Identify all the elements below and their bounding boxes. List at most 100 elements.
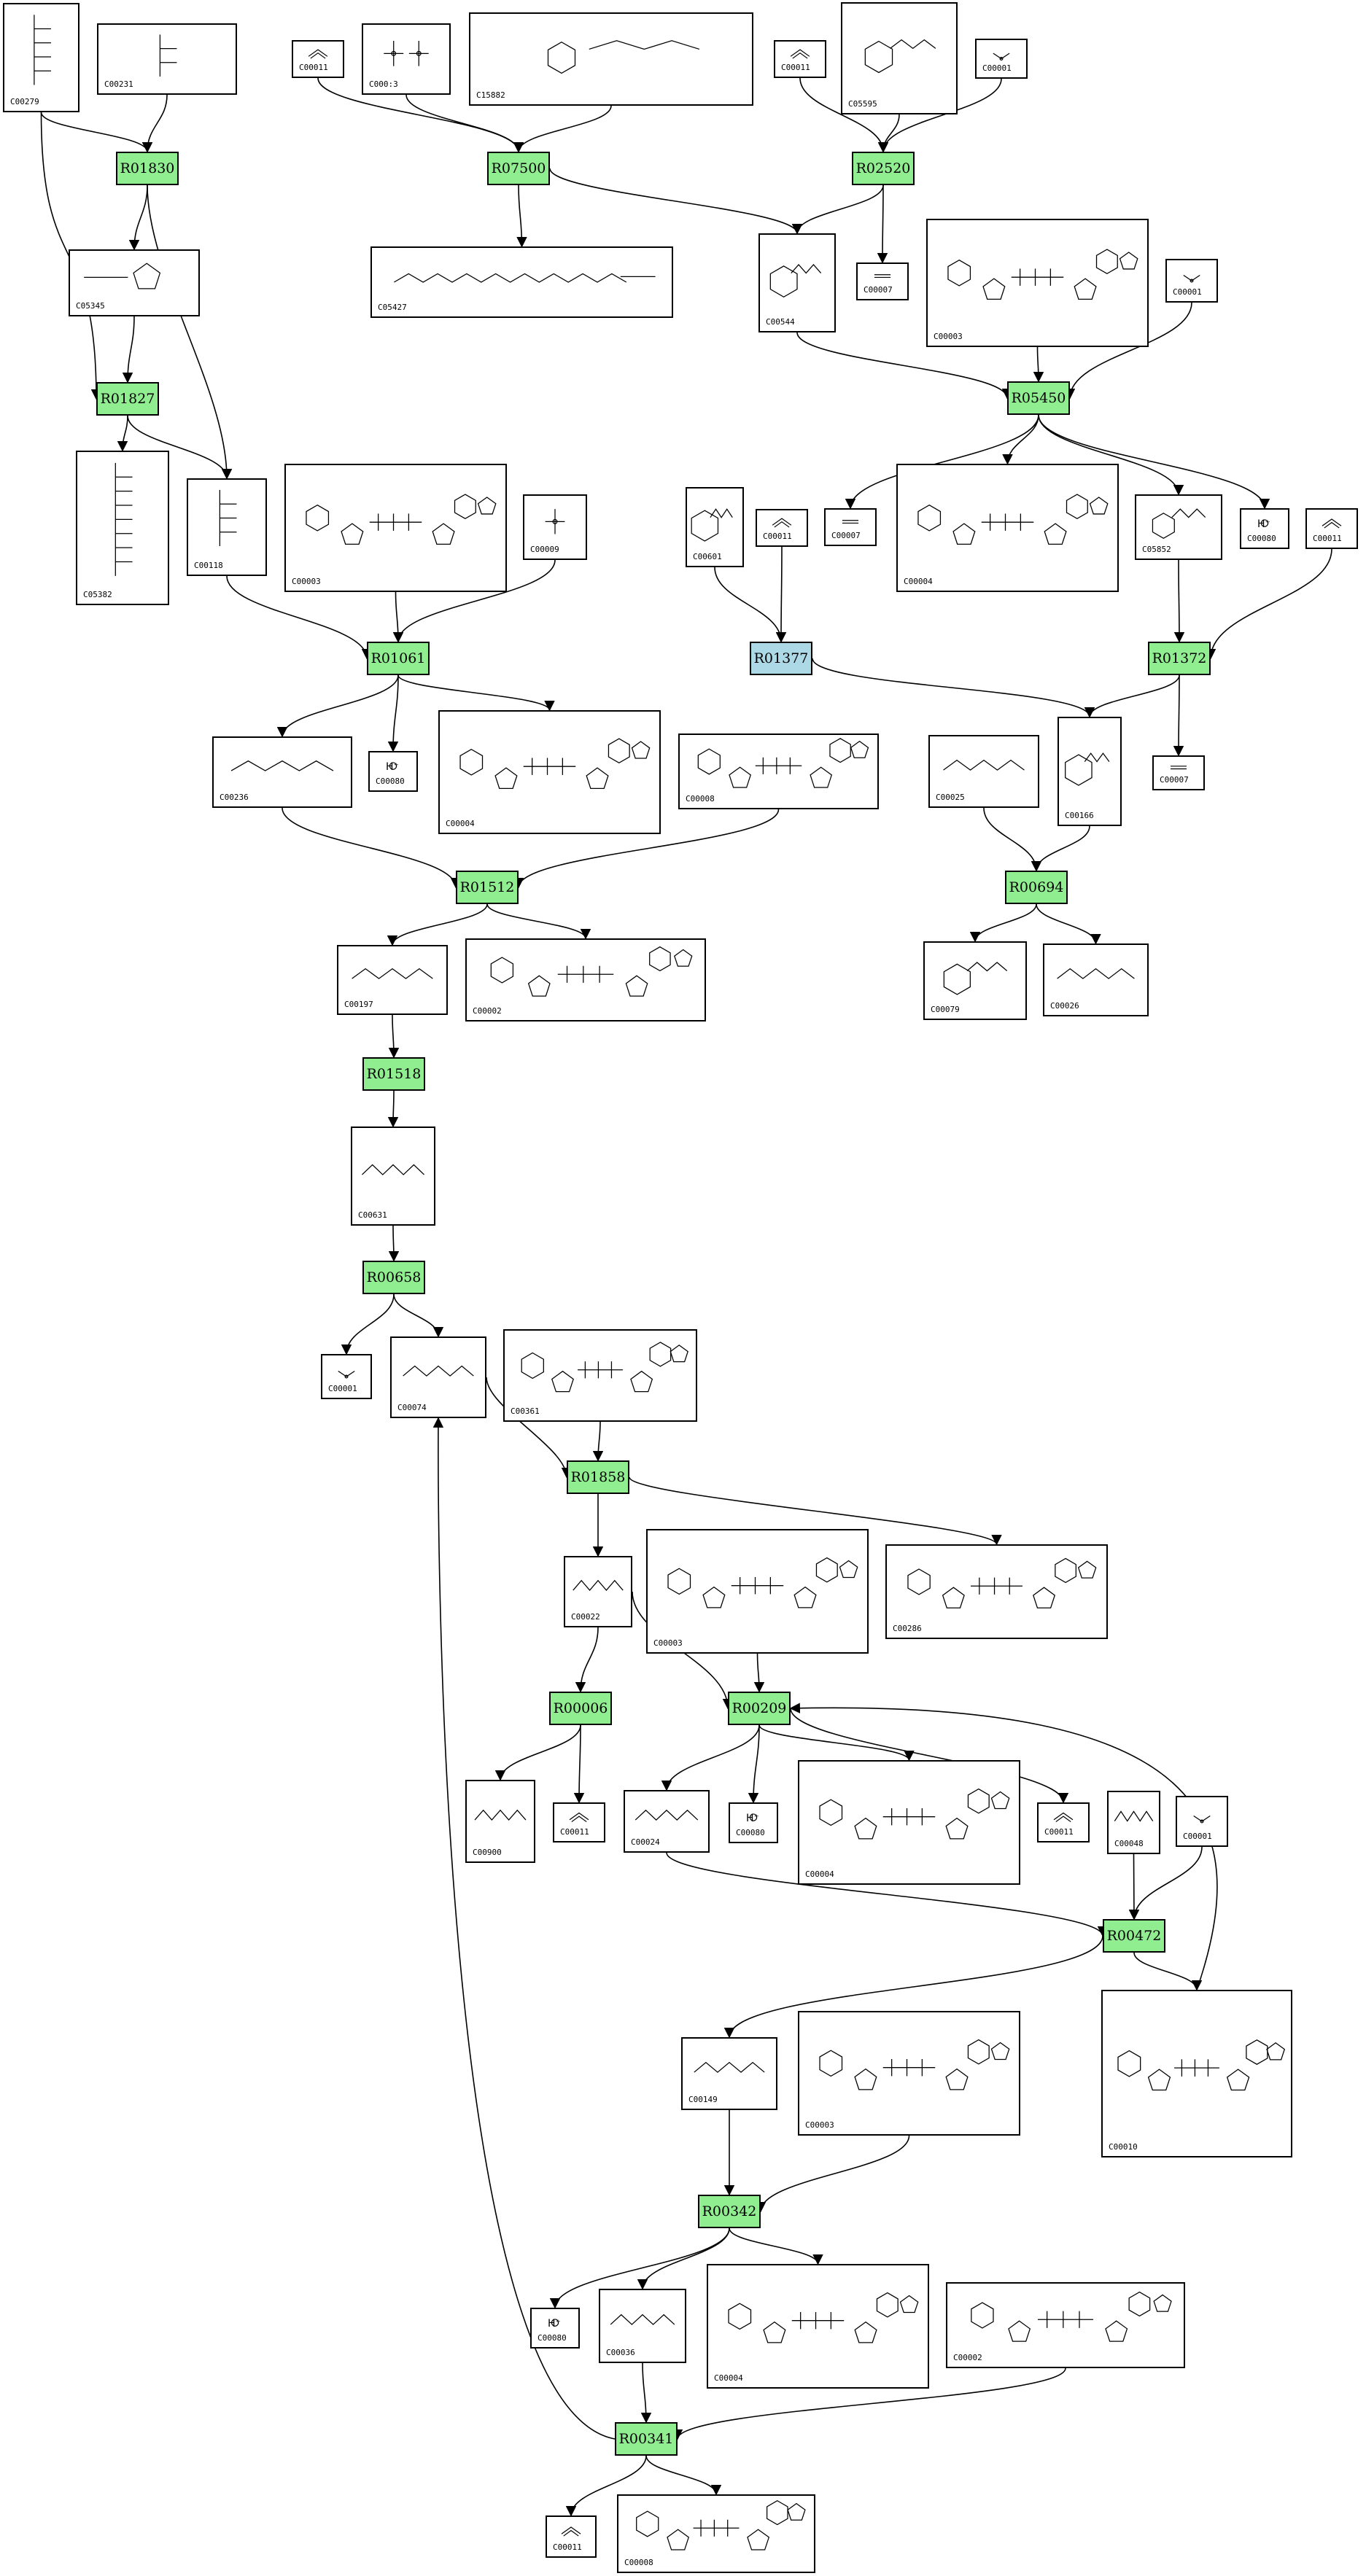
compound-c00361[interactable]: C00361: [503, 1329, 697, 1422]
compound-c00011[interactable]: C00011: [292, 40, 344, 78]
compound-c000-3[interactable]: C000:3: [362, 23, 451, 95]
compound-c05345[interactable]: C05345: [69, 249, 200, 316]
proton-symbol: H⁺: [746, 1813, 759, 1824]
compound-c00010[interactable]: C00010: [1101, 1990, 1292, 2157]
compound-c00197[interactable]: C00197: [337, 945, 448, 1015]
reaction-R00472[interactable]: R00472: [1103, 1919, 1165, 1953]
reaction-edge-27: [392, 559, 556, 643]
water-structure-icon: [338, 1371, 355, 1379]
compound-c00008[interactable]: C00008: [678, 734, 879, 809]
compound-c00011[interactable]: C00011: [546, 2515, 597, 2558]
compound-c00008[interactable]: C00008: [617, 2494, 815, 2573]
compound-c00074[interactable]: C00074: [390, 1336, 486, 1418]
compound-c00001[interactable]: C00001: [1176, 1796, 1228, 1847]
compound-c00118[interactable]: C00118: [187, 478, 267, 576]
reaction-R01827[interactable]: R01827: [96, 382, 159, 416]
reaction-R00341[interactable]: R00341: [615, 2422, 678, 2456]
co2-structure-icon: [308, 49, 328, 59]
compound-c00002[interactable]: C00002: [465, 938, 706, 1022]
reaction-edge-28: [276, 674, 399, 738]
compound-c00601[interactable]: C00601: [686, 487, 744, 567]
compound-c00026[interactable]: C00026: [1043, 943, 1149, 1016]
reaction-edge-78: [645, 2455, 722, 2496]
compound-c00025[interactable]: C00025: [928, 735, 1039, 808]
compound-c00004[interactable]: C00004: [438, 710, 661, 834]
compound-c00631[interactable]: C00631: [351, 1126, 435, 1226]
malate-structure-icon: [694, 2061, 765, 2073]
reaction-R01518[interactable]: R01518: [362, 1057, 425, 1091]
compound-c00231[interactable]: C00231: [97, 23, 237, 95]
compound-c00003[interactable]: C00003: [926, 219, 1149, 347]
reaction-R07500[interactable]: R07500: [487, 152, 550, 185]
acetolactate-structure-icon: [474, 1809, 527, 1821]
reaction-R00694[interactable]: R00694: [1005, 871, 1068, 904]
compound-c00079[interactable]: C00079: [923, 941, 1027, 1020]
compound-c00048[interactable]: C00048: [1107, 1791, 1160, 1854]
compound-c00166[interactable]: C00166: [1058, 717, 1122, 826]
phytyl-diphosphate-structure-icon: [394, 273, 656, 283]
reaction-R05450[interactable]: R05450: [1007, 381, 1070, 415]
phosphate-structure-icon: [545, 509, 565, 534]
compound-c00011[interactable]: C00011: [1305, 508, 1358, 549]
reaction-R00658[interactable]: R00658: [362, 1261, 425, 1294]
compound-c00001[interactable]: C00001: [321, 1354, 372, 1399]
reaction-edge-1: [141, 94, 168, 153]
compound-c00011[interactable]: C00011: [774, 40, 826, 78]
compound-c00900[interactable]: C00900: [465, 1780, 535, 1863]
reaction-R01512[interactable]: R01512: [456, 871, 519, 904]
compound-c00003[interactable]: C00003: [798, 2011, 1020, 2136]
compound-c00236[interactable]: C00236: [212, 736, 352, 808]
compound-c00011[interactable]: C00011: [1037, 1802, 1090, 1842]
compound-c00007[interactable]: C00007: [824, 508, 877, 546]
reaction-R02520[interactable]: R02520: [852, 152, 915, 185]
reaction-edge-72: [549, 2227, 730, 2309]
adp-structure-icon: [697, 738, 869, 788]
compound-c00149[interactable]: C00149: [681, 2037, 777, 2110]
reaction-R01830[interactable]: R01830: [116, 152, 179, 185]
compound-c00279[interactable]: C00279: [3, 3, 79, 112]
compound-c00544[interactable]: C00544: [758, 233, 836, 332]
compound-c00002[interactable]: C00002: [946, 2282, 1185, 2368]
reaction-R01061[interactable]: R01061: [367, 642, 430, 675]
compound-c00009[interactable]: C00009: [523, 494, 587, 560]
bisphosphoglycerate-structure-icon: [230, 760, 334, 771]
reaction-R00006[interactable]: R00006: [549, 1692, 612, 1725]
reaction-R01377[interactable]: R01377: [750, 642, 812, 675]
compound-c00011[interactable]: C00011: [553, 1802, 605, 1842]
compound-c00001[interactable]: C00001: [975, 39, 1028, 79]
compound-c05382[interactable]: C05382: [76, 451, 169, 605]
reaction-R00209[interactable]: R00209: [728, 1692, 791, 1725]
compound-c00286[interactable]: C00286: [885, 1544, 1108, 1639]
compound-c05427[interactable]: C05427: [370, 246, 673, 318]
compound-c00007[interactable]: C00007: [1152, 755, 1205, 790]
compound-c00024[interactable]: C00024: [624, 1790, 710, 1853]
compound-c00004[interactable]: C00004: [707, 2264, 929, 2389]
reaction-edge-46: [388, 1014, 400, 1059]
sugar-phosphate-structure-icon: [34, 15, 51, 85]
oxaloacetate-structure-icon: [610, 2314, 675, 2325]
reaction-R01858[interactable]: R01858: [567, 1460, 629, 1494]
compound-c00036[interactable]: C00036: [599, 2289, 686, 2363]
compound-c00007[interactable]: C00007: [856, 262, 909, 300]
reaction-edge-51: [486, 1377, 573, 1479]
compound-c00004[interactable]: C00004: [896, 464, 1119, 592]
reaction-edge-45: [1036, 903, 1101, 945]
reaction-edge-60: [661, 1724, 760, 1791]
compound-c00003[interactable]: C00003: [284, 464, 507, 592]
compound-c00004[interactable]: C00004: [798, 1760, 1020, 1885]
reaction-edge-74: [729, 2227, 823, 2265]
compound-c00003[interactable]: C00003: [646, 1529, 869, 1654]
reaction-edge-19: [1033, 346, 1044, 383]
compound-c00011[interactable]: C00011: [756, 509, 808, 547]
reaction-R01372[interactable]: R01372: [1148, 642, 1211, 675]
compound-c00001[interactable]: C00001: [1165, 259, 1218, 303]
compound-c05595[interactable]: C05595: [841, 2, 958, 114]
compound-c00022[interactable]: C00022: [564, 1556, 632, 1627]
compound-c15882[interactable]: C15882: [469, 12, 753, 106]
compound-c05852[interactable]: C05852: [1135, 494, 1222, 560]
reaction-R00342[interactable]: R00342: [698, 2195, 761, 2228]
